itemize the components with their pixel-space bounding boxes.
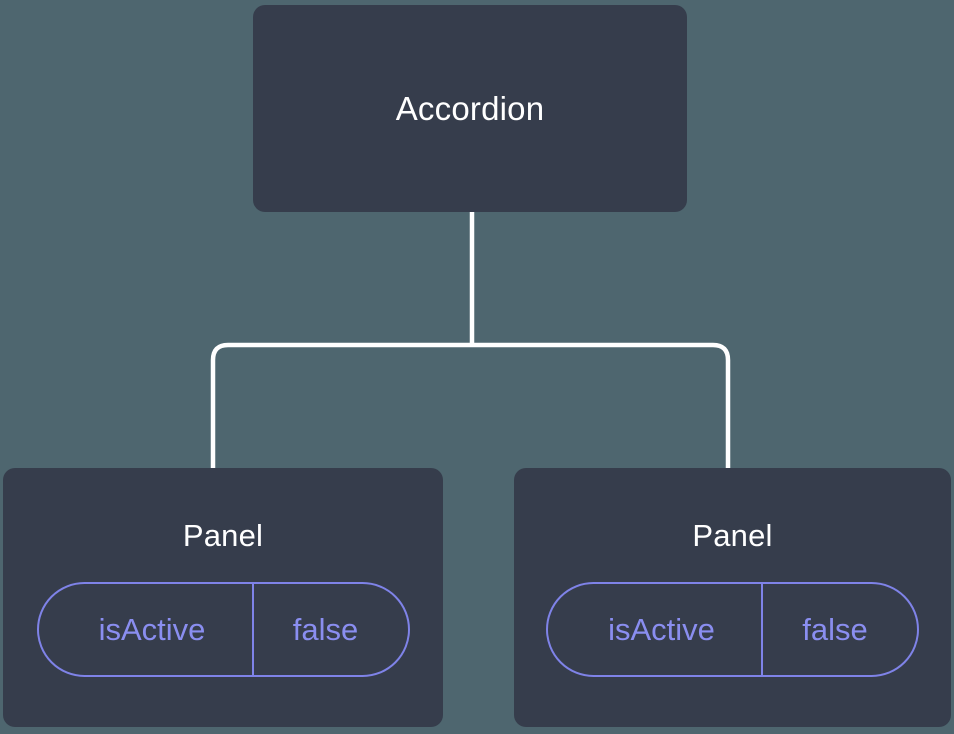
prop-pill-panel-1[interactable]: isActive false <box>36 582 410 677</box>
prop-key-isactive-2: isActive <box>608 612 715 647</box>
node-panel-2[interactable]: Panel isActive false <box>514 468 951 727</box>
prop-value-isactive-1: false <box>292 612 359 647</box>
node-accordion-label: Accordion <box>395 90 545 127</box>
node-panel-1-label: Panel <box>182 518 264 553</box>
prop-pill-divider-1 <box>251 584 254 675</box>
prop-key-isactive-1: isActive <box>98 612 206 647</box>
edge-bus-to-panel-left <box>210 342 472 470</box>
prop-value-isactive-2: false <box>802 612 868 647</box>
node-panel-1[interactable]: Panel isActive false <box>3 468 443 727</box>
prop-pill-panel-2[interactable]: isActive false <box>546 582 919 677</box>
node-panel-2-label: Panel <box>692 518 773 553</box>
prop-pill-divider-2 <box>761 584 763 675</box>
node-accordion[interactable]: Accordion <box>253 5 687 212</box>
edge-bus-to-panel-right <box>472 342 731 470</box>
